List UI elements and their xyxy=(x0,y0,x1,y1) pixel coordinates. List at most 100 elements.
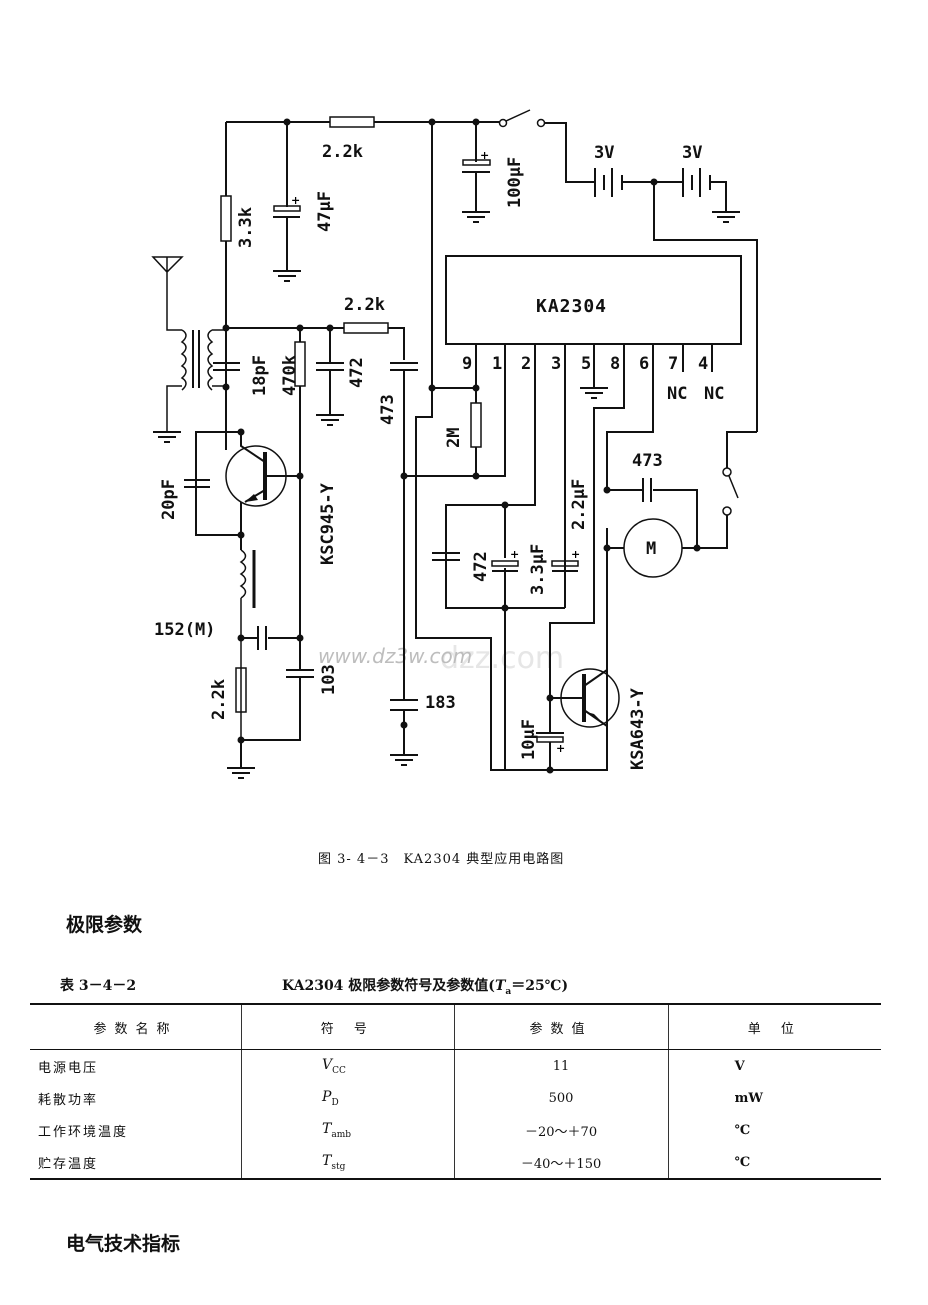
antenna xyxy=(151,256,226,443)
transistor-ksa643: + xyxy=(536,548,620,774)
label-r-mid: 2.2k xyxy=(344,295,385,315)
label-c-motor: 473 xyxy=(632,451,663,471)
section-title-limits: 极限参数 xyxy=(66,914,143,936)
capacitor-473 xyxy=(390,362,418,766)
section-title-electrical: 电气技术指标 xyxy=(66,1233,181,1255)
mid-rail xyxy=(226,322,405,360)
pin-4: 4 xyxy=(698,354,708,374)
cell-name: 电源电压 xyxy=(38,1060,99,1076)
pin-6: 6 xyxy=(639,354,649,374)
label-motor: M xyxy=(646,539,656,559)
table-title-subscript: a xyxy=(505,986,512,997)
circuit-diagram: dzz.com www.dz3w.com 2.2k 3V 3V xyxy=(151,109,758,779)
watermark-faint: dzz.com xyxy=(440,641,564,676)
cell-value: －40～＋150 xyxy=(453,1146,669,1180)
pin-2: 2 xyxy=(521,354,531,374)
svg-text:+: + xyxy=(556,742,565,755)
svg-text:+: + xyxy=(510,548,519,561)
label-inductor: 152(M) xyxy=(154,620,215,640)
cell-unit: ℃ xyxy=(667,1146,881,1180)
symbol-sub: CC xyxy=(332,1065,346,1076)
motor-circuit xyxy=(603,431,757,578)
label-c-183: 183 xyxy=(425,693,456,713)
pin-3: 3 xyxy=(551,354,561,374)
nc-label-7: NC xyxy=(667,384,687,404)
label-c-10: 10μF xyxy=(519,719,539,760)
header-symbol: 符 号 xyxy=(241,1003,455,1050)
label-battery2: 3V xyxy=(682,143,702,163)
resistor-2-2k-top xyxy=(329,116,375,128)
symbol-main: T xyxy=(322,1152,332,1169)
cell-symbol: PD xyxy=(241,1082,455,1114)
table-title: KA2304 极限参数符号及参数值(Ta＝25℃) xyxy=(282,975,568,997)
cell-unit: mW xyxy=(667,1082,881,1114)
header-value: 参数值 xyxy=(453,1003,669,1050)
symbol-sub: D xyxy=(331,1097,339,1108)
cell-unit: ℃ xyxy=(667,1114,881,1146)
table-title-text: KA2304 极限参数符号及参数值( xyxy=(282,978,495,994)
pin-1: 1 xyxy=(492,354,502,374)
resistor-2-2k-emitter xyxy=(227,638,314,779)
cell-unit: V xyxy=(667,1049,881,1082)
svg-text:+: + xyxy=(291,194,300,207)
label-r-top: 2.2k xyxy=(322,142,363,162)
chip-label: KA2304 xyxy=(536,296,607,317)
transistor-ksc945 xyxy=(195,428,304,539)
label-r-2m: 2M xyxy=(444,428,464,448)
label-transistor2: KSA643-Y xyxy=(628,687,648,770)
chip-pin-labels: 9 1 2 3 5 8 6 7 4 NC NC xyxy=(462,354,724,404)
label-c-tank: 18pF xyxy=(250,355,270,396)
label-c-103: 103 xyxy=(319,664,339,695)
watermark: www.dz3w.com xyxy=(318,644,472,668)
label-c-473-left: 473 xyxy=(378,394,398,425)
symbol-main: V xyxy=(322,1056,333,1073)
symbol-main: T xyxy=(322,1120,332,1137)
nc-label-4: NC xyxy=(704,384,724,404)
capacitor-20pf xyxy=(184,479,210,488)
cell-symbol: Tamb xyxy=(241,1114,455,1146)
symbol-main: P xyxy=(322,1088,332,1105)
cell-value: 500 xyxy=(453,1082,669,1114)
capacitor-472-top xyxy=(316,328,344,426)
label-c-3-3: 3.3μF xyxy=(528,544,548,595)
svg-text:+: + xyxy=(571,548,580,561)
table-number: 表 3－4－2 xyxy=(60,978,137,994)
label-c-472-top: 472 xyxy=(347,357,367,388)
table-title-condition: ＝25℃) xyxy=(511,978,569,994)
cell-symbol: VCC xyxy=(241,1049,455,1082)
resistor-470k xyxy=(294,328,306,640)
label-c-feedback: 20pF xyxy=(159,479,179,520)
label-c-supply: 100μF xyxy=(505,157,525,208)
capacitor-bank: + + xyxy=(432,501,580,770)
cell-name: 耗散功率 xyxy=(38,1092,99,1108)
pin-5: 5 xyxy=(581,354,591,374)
cell-symbol: Tstg xyxy=(241,1146,455,1180)
table-row: 耗散功率 PD 500 mW xyxy=(30,1082,881,1114)
svg-text:+: + xyxy=(480,149,489,162)
pin-9: 9 xyxy=(462,354,472,374)
capacitor-47uf: + xyxy=(273,122,301,282)
pin-7: 7 xyxy=(668,354,678,374)
inductor-152m xyxy=(237,535,304,740)
label-c-472-mid: 472 xyxy=(471,551,491,582)
header-param-name: 参数名称 xyxy=(30,1003,242,1050)
table-row: 电源电压 VCC 11 V xyxy=(30,1049,881,1082)
label-r-bias: 3.3k xyxy=(236,207,256,248)
symbol-sub: amb xyxy=(331,1129,352,1140)
power-switch xyxy=(498,109,594,183)
header-unit: 单 位 xyxy=(667,1003,881,1050)
limits-table: 参数名称 符 号 参数值 单 位 电源电压 VCC 11 V 耗散功率 PD 5… xyxy=(30,1003,881,1180)
label-c-filter: 47μF xyxy=(315,191,335,232)
battery-pack xyxy=(594,168,758,432)
label-r-emitter: 2.2k xyxy=(209,679,229,720)
pin-8: 8 xyxy=(610,354,620,374)
figure-caption: 图 3- 4－3 KA2304 典型应用电路图 xyxy=(318,852,565,867)
table-title-symbol: T xyxy=(494,978,506,994)
motor xyxy=(623,518,683,578)
table-row: 贮存温度 Tstg －40～＋150 ℃ xyxy=(30,1146,881,1180)
cell-value: －20～＋70 xyxy=(453,1114,669,1146)
table-header-row: 参数名称 符 号 参数值 单 位 xyxy=(30,1003,881,1050)
label-battery1: 3V xyxy=(594,143,614,163)
resistor-3-3k xyxy=(220,122,232,450)
label-transistor1: KSC945-Y xyxy=(318,482,338,565)
